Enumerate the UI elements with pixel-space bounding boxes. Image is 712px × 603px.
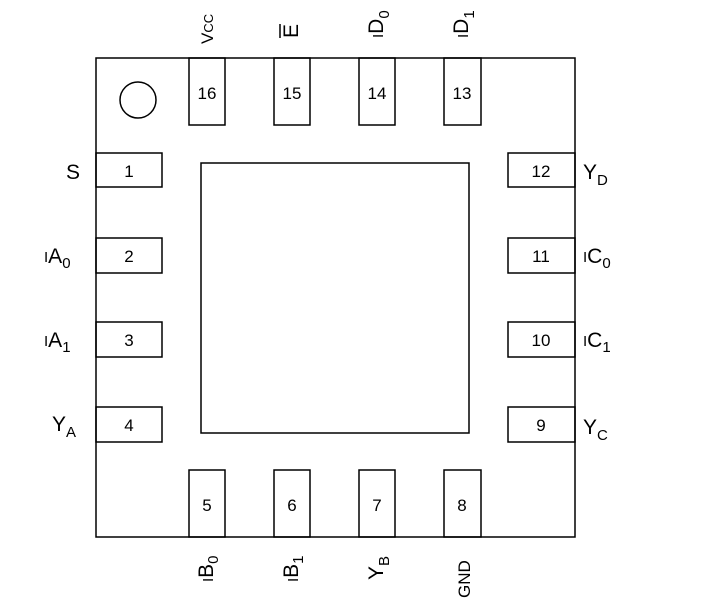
pin-label-16: VCC — [198, 14, 217, 44]
pin-number-10: 10 — [532, 331, 551, 350]
pin-number-14: 14 — [368, 84, 387, 103]
pad-2 — [95, 237, 163, 274]
pin-label-6: IB1 — [280, 555, 307, 582]
package-outline — [95, 57, 576, 538]
pads — [95, 57, 576, 538]
pad-1 — [95, 152, 163, 188]
pin-number-1: 1 — [124, 162, 133, 181]
pad-4 — [95, 406, 163, 443]
pin1-marker-circle — [119, 81, 157, 119]
pin-number-7: 7 — [372, 496, 381, 515]
pin-number-4: 4 — [124, 416, 133, 435]
pad-6 — [273, 469, 311, 538]
pad-9 — [507, 406, 576, 443]
pin-label-8: GND — [455, 560, 474, 598]
pin-number-5: 5 — [202, 496, 211, 515]
pad-11 — [507, 237, 576, 274]
exposed-pad — [200, 162, 470, 434]
pad-3 — [95, 321, 163, 358]
pin-label-14: ID0 — [365, 10, 393, 38]
pin-numbers: 1 2 3 4 5 6 7 8 9 10 11 12 13 14 15 16 — [124, 84, 550, 515]
pad-15 — [273, 57, 311, 126]
pin-number-16: 16 — [198, 84, 217, 103]
pin-number-13: 13 — [453, 84, 472, 103]
pad-12 — [507, 152, 576, 188]
pin-number-9: 9 — [536, 416, 545, 435]
pin-label-7: YB — [365, 556, 393, 580]
pin-number-6: 6 — [287, 496, 296, 515]
pin-number-8: 8 — [457, 496, 466, 515]
pin-label-11: IC0 — [583, 245, 611, 272]
pin-label-15-group: E — [279, 24, 303, 38]
pin-number-3: 3 — [124, 331, 133, 350]
pin-number-12: 12 — [532, 162, 551, 181]
pad-5 — [188, 469, 226, 538]
pad-10 — [507, 321, 576, 358]
pin-label-2: IA0 — [44, 245, 71, 272]
pin-number-15: 15 — [283, 84, 302, 103]
pin-label-10: IC1 — [583, 329, 611, 356]
pin-label-1: S — [66, 161, 80, 184]
pad-16 — [188, 57, 226, 126]
pin-number-2: 2 — [124, 247, 133, 266]
pin-label-9: YC — [583, 416, 608, 444]
pin-label-12: YD — [583, 161, 608, 189]
pin-label-15: E — [280, 24, 303, 38]
pad-14 — [358, 57, 396, 126]
pin-number-11: 11 — [532, 247, 550, 266]
pad-8 — [443, 469, 482, 538]
pin-label-3: IA1 — [44, 329, 71, 356]
pin-label-13: ID1 — [450, 10, 478, 38]
pad-13 — [443, 57, 482, 126]
pad-7 — [358, 469, 396, 538]
pin-label-5: IB0 — [195, 555, 222, 582]
pin-label-4: YA — [52, 413, 76, 441]
